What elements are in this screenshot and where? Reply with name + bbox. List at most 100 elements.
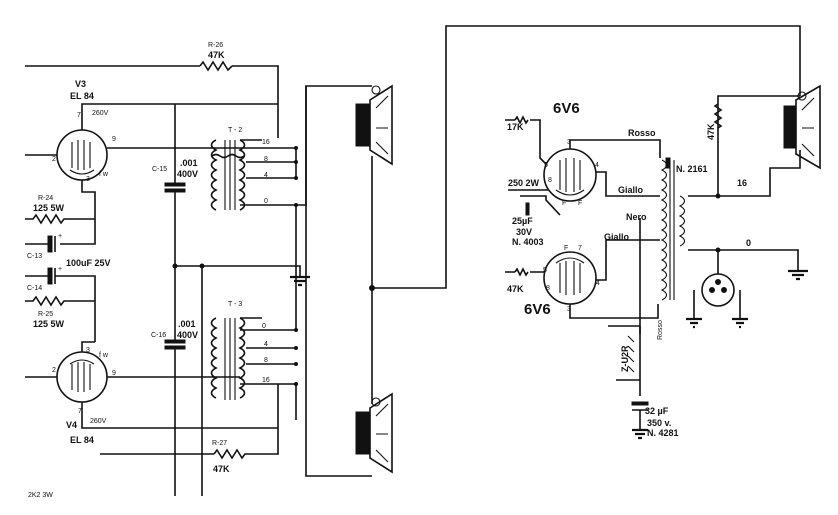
r24-name: R-24 bbox=[38, 195, 53, 202]
r26-value: 47K bbox=[208, 50, 225, 60]
output-socket-icon bbox=[701, 273, 735, 307]
tube-bottom-pin8: 8 bbox=[546, 285, 550, 292]
tube-bottom-pinF: F bbox=[564, 245, 568, 252]
v4-pin7: 7 bbox=[78, 408, 82, 415]
c13-plus: + bbox=[58, 233, 62, 240]
v4-type: EL 84 bbox=[70, 435, 94, 445]
tube-bottom-6v6 bbox=[543, 251, 597, 305]
tube-top-type: 6V6 bbox=[553, 100, 580, 117]
tube-bottom-type: 6V6 bbox=[524, 301, 551, 318]
cap-25uf-line2: 30V bbox=[516, 227, 532, 237]
cap-32uf-line3: N. 4281 bbox=[647, 428, 679, 438]
tap-16-label: 16 bbox=[737, 178, 747, 188]
v4-pin-fw: f w bbox=[99, 352, 109, 359]
c16-plate bbox=[164, 345, 186, 350]
resistor-47k-bottom-label: 47K bbox=[507, 284, 524, 294]
v3-pin-fw: f w bbox=[99, 171, 109, 178]
cap-32uf-line1: 32 µF bbox=[645, 406, 669, 416]
c15-plate bbox=[164, 188, 186, 193]
resistor-47k-feedback-symbol bbox=[713, 103, 723, 129]
transformer-rosso-top: Rosso bbox=[628, 128, 656, 138]
left-schematic: R-26 47K V3 EL 84 260V 7 9 2 3 f w R-24 … bbox=[25, 25, 801, 499]
t3-tap-4: 4 bbox=[264, 341, 268, 348]
c15-value2: 400V bbox=[177, 169, 198, 179]
t2-name: T - 2 bbox=[228, 127, 242, 134]
t2-tap-16: 16 bbox=[262, 139, 270, 146]
output-transformer bbox=[660, 157, 686, 301]
v4-tube bbox=[56, 351, 108, 403]
speaker-bottom-left-icon bbox=[355, 392, 393, 474]
c13-name: C-13 bbox=[27, 253, 42, 260]
c16-name: C-16 bbox=[151, 332, 166, 339]
transformer-nero: Nero bbox=[626, 212, 647, 222]
r27-resistor bbox=[213, 384, 279, 460]
r24-resistor bbox=[25, 213, 95, 225]
right-schematic: 6V6 6V6 3 5 4 8 F F 3 F 7 5 4 8 17K 250 … bbox=[505, 84, 821, 440]
transformer-giallo-top: Giallo bbox=[618, 185, 644, 195]
c16-value1: .001 bbox=[178, 319, 196, 329]
c14-plus: + bbox=[58, 266, 62, 273]
tube-bottom-pin3: 3 bbox=[567, 306, 571, 313]
cap-32uf-symbol bbox=[631, 401, 649, 406]
t2-tap-0: 0 bbox=[264, 198, 268, 205]
tube-top-6v6 bbox=[543, 148, 597, 202]
resistor-17k-label: 17K bbox=[507, 122, 524, 132]
c15-name: C-15 bbox=[152, 166, 167, 173]
v3-pin9: 9 bbox=[112, 136, 116, 143]
c13-value: 100uF 25V bbox=[66, 258, 111, 268]
transformer-part-label: N. 2161 bbox=[676, 164, 708, 174]
v4-voltage: 260V bbox=[90, 418, 107, 425]
tap-0-label: 0 bbox=[746, 238, 751, 248]
v3-pin7: 7 bbox=[77, 112, 81, 119]
v3-pin3: 3 bbox=[86, 176, 90, 183]
t3-tap-0: 0 bbox=[262, 323, 266, 330]
tube-bottom-pin7: 7 bbox=[578, 245, 582, 252]
tube-top-pin4: 4 bbox=[595, 162, 599, 169]
transformer-rosso-bottom: Rosso bbox=[657, 320, 664, 340]
r25-resistor bbox=[25, 295, 95, 307]
rectifier-label: Z-U2R bbox=[620, 345, 630, 372]
tube-top-pin8: 8 bbox=[548, 177, 552, 184]
tube-bottom-pin4: 4 bbox=[596, 280, 600, 287]
r27-name: R-27 bbox=[212, 440, 227, 447]
resistor-47k-bottom-symbol bbox=[514, 267, 529, 277]
c15-value1: .001 bbox=[180, 158, 198, 168]
v3-type: EL 84 bbox=[70, 91, 94, 101]
tube-top-pin5: 5 bbox=[544, 162, 548, 169]
cap-25uf-line3: N. 4003 bbox=[512, 237, 544, 247]
v4-name: V4 bbox=[66, 420, 77, 430]
tube-bottom-pin5: 5 bbox=[543, 267, 547, 274]
c16-value2: 400V bbox=[177, 330, 198, 340]
cap-32uf-line2: 350 v. bbox=[647, 418, 671, 428]
v4-pin3: 3 bbox=[86, 347, 90, 354]
v4-pin9: 9 bbox=[112, 370, 116, 377]
bottom-fragment-label: 2K2 3W bbox=[28, 492, 53, 499]
r25-value: 125 5W bbox=[33, 319, 65, 329]
t3-transformer bbox=[210, 317, 298, 400]
speaker-right-icon bbox=[783, 84, 821, 170]
cap-25uf-symbol bbox=[525, 202, 530, 216]
r26-resistor bbox=[199, 60, 233, 72]
resistor-47k-feedback-label: 47K bbox=[706, 123, 716, 140]
t2-tap-4: 4 bbox=[264, 172, 268, 179]
v3-name: V3 bbox=[75, 79, 86, 89]
t3-tap-8: 8 bbox=[264, 357, 268, 364]
c14-capacitor bbox=[47, 267, 53, 285]
r26-name: R-26 bbox=[208, 42, 223, 49]
c14-name: C-14 bbox=[27, 285, 42, 292]
v4-pin2: 2 bbox=[52, 367, 56, 374]
c13-capacitor bbox=[47, 235, 53, 253]
transformer-giallo-bottom: Giallo bbox=[604, 232, 630, 242]
cap-25uf-line1: 25µF bbox=[512, 216, 533, 226]
r27-value: 47K bbox=[213, 464, 230, 474]
resistor-17k-symbol bbox=[514, 115, 529, 125]
tube-top-pinF1: F bbox=[562, 200, 566, 207]
resistor-250-label: 250 2W bbox=[508, 178, 540, 188]
v3-voltage: 260V bbox=[92, 110, 109, 117]
t2-transformer bbox=[210, 139, 298, 211]
t2-tap-8: 8 bbox=[264, 156, 268, 163]
tube-top-pinF2: F bbox=[578, 200, 582, 207]
c15-capacitor bbox=[164, 182, 186, 187]
r24-value: 125 5W bbox=[33, 203, 65, 213]
